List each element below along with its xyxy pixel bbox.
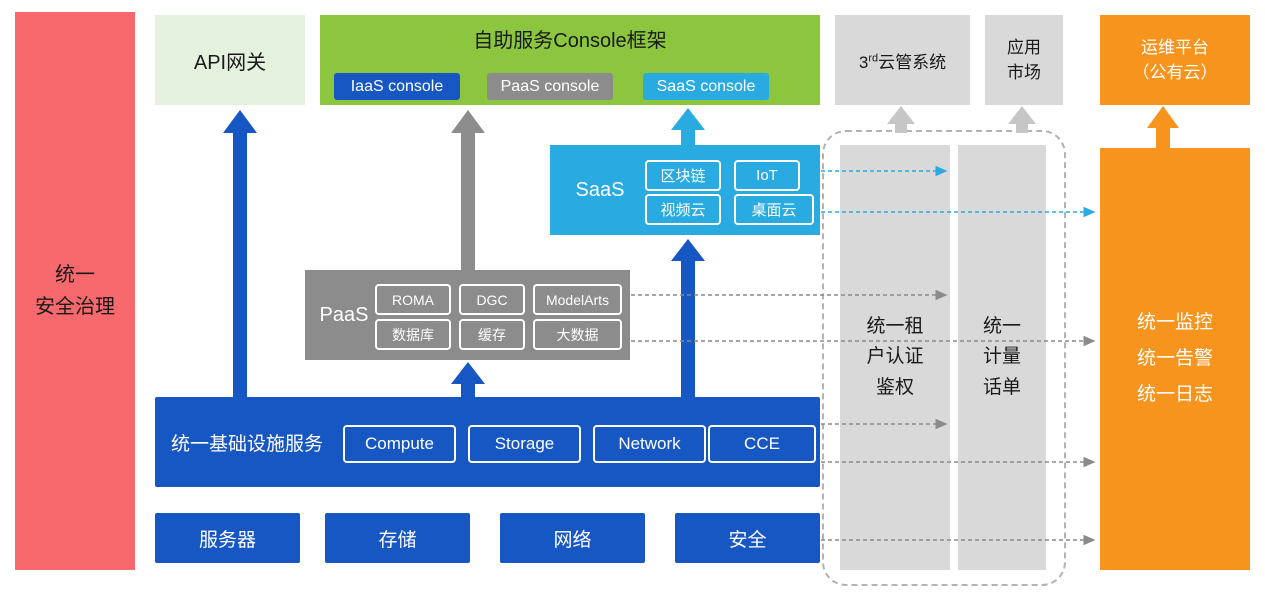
paas-label: PaaS [319, 303, 369, 326]
arrow-iaas-to-api-gateway [223, 110, 257, 397]
infrastructure-services-label: 统一基础设施服务 [171, 433, 324, 455]
paas-box: PaaS ROMA DGC ModelArts 数据库 缓存 大数据 [305, 270, 630, 360]
arrow-shared-to-app-market [1008, 106, 1036, 133]
app-market-box: 应用 市场 [985, 15, 1063, 105]
console-framework-box: 自助服务Console框架 IaaS console PaaS console … [320, 15, 820, 105]
iaas-item-compute: Compute [343, 425, 456, 463]
paas-item-cache: 缓存 [459, 319, 525, 350]
shared-services-dashed-container [822, 130, 1066, 586]
paas-console-chip: PaaS console [487, 73, 613, 100]
hardware-item-storage: 存储 [325, 513, 470, 563]
saas-label: SaaS [575, 178, 625, 201]
console-framework-title: 自助服务Console框架 [473, 30, 667, 52]
saas-console-chip: SaaS console [643, 73, 769, 100]
arrow-iaas-to-paas [451, 362, 485, 398]
paas-item-modelarts: ModelArts [533, 284, 622, 315]
arrow-iaas-to-saas [671, 239, 705, 398]
paas-item-bigdata: 大数据 [533, 319, 622, 350]
infrastructure-services-box: 统一基础设施服务 Compute Storage Network CCE [155, 397, 820, 487]
iaas-console-chip: IaaS console [334, 73, 460, 100]
saas-item-blockchain: 区块链 [645, 160, 721, 191]
paas-item-roma: ROMA [375, 284, 451, 315]
paas-item-dgc: DGC [459, 284, 525, 315]
third-party-label: 3rd云管系统 [858, 51, 947, 72]
third-party-cloud-mgmt-box: 3rd云管系统 [835, 15, 970, 105]
tenant-auth-bar: 统一租 户认证 鉴权 [840, 145, 950, 570]
hardware-item-server: 服务器 [155, 513, 300, 563]
om-platform-box: 运维平台 （公有云） [1100, 15, 1250, 105]
saas-box: SaaS 区块链 IoT 视频云 桌面云 [550, 145, 820, 235]
api-gateway-box: API网关 [155, 15, 305, 105]
saas-item-iot: IoT [734, 160, 800, 191]
arrow-paas-to-console [451, 110, 485, 271]
monitoring-alarm-log-box: 统一监控 统一告警 统一日志 [1100, 148, 1250, 570]
saas-item-video-cloud: 视频云 [645, 194, 721, 225]
iaas-item-cce: CCE [708, 425, 816, 463]
metering-billing-bar: 统一 计量 话单 [958, 145, 1046, 570]
iaas-item-network: Network [593, 425, 706, 463]
hardware-item-network: 网络 [500, 513, 645, 563]
paas-item-database: 数据库 [375, 319, 451, 350]
arrow-shared-to-third-party [887, 106, 915, 133]
security-governance-bar: 统一 安全治理 [15, 12, 135, 570]
saas-item-desktop-cloud: 桌面云 [734, 194, 814, 225]
arrow-saas-to-console [671, 108, 705, 146]
hardware-item-security: 安全 [675, 513, 820, 563]
iaas-item-storage: Storage [468, 425, 581, 463]
arrow-monitoring-to-om-platform [1147, 106, 1179, 150]
